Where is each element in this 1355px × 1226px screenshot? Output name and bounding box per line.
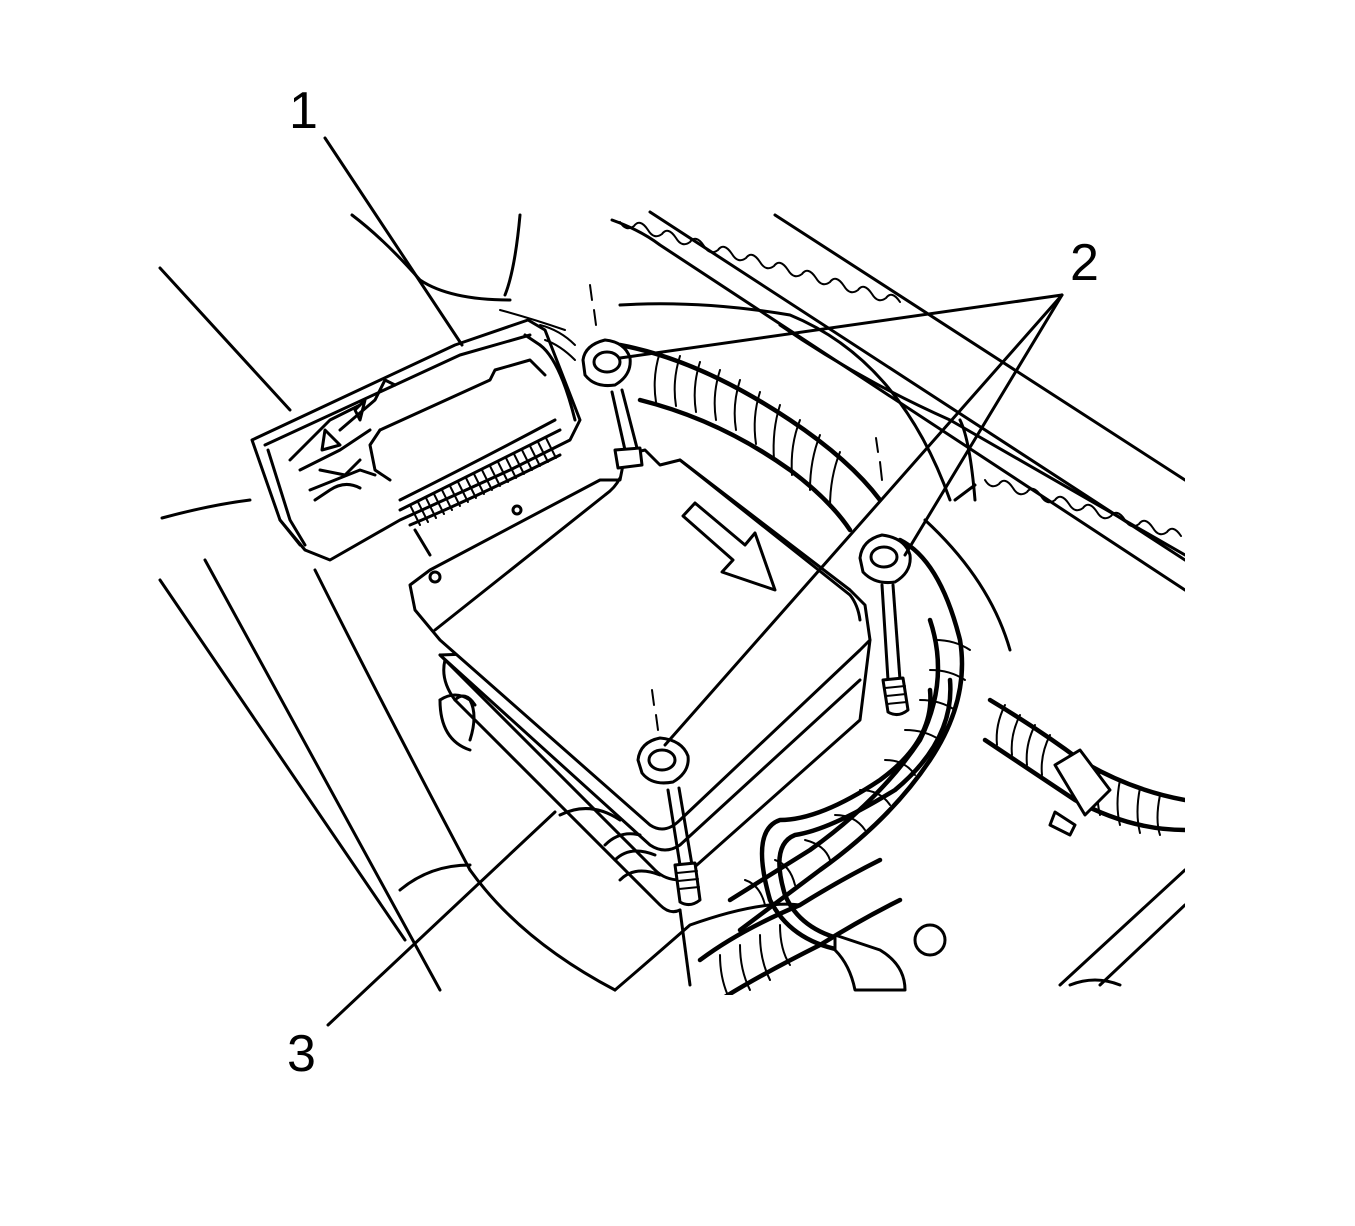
callout-label-3: 3 [287,1025,316,1083]
leader-line-2b [903,293,1064,557]
callout-label-1: 1 [289,82,318,140]
vehicle-structure-background [158,210,1185,992]
callout-leader-lines [323,136,1064,1027]
leader-line-3 [326,810,557,1027]
leader-line-2a [618,293,1064,360]
leader-line-2c [663,293,1064,747]
module-fasteners [581,284,912,907]
leader-line-1 [323,136,464,347]
callout-label-2: 2 [1070,234,1099,292]
wiring-harness [617,342,1185,995]
module-electrical-connector [250,309,582,562]
